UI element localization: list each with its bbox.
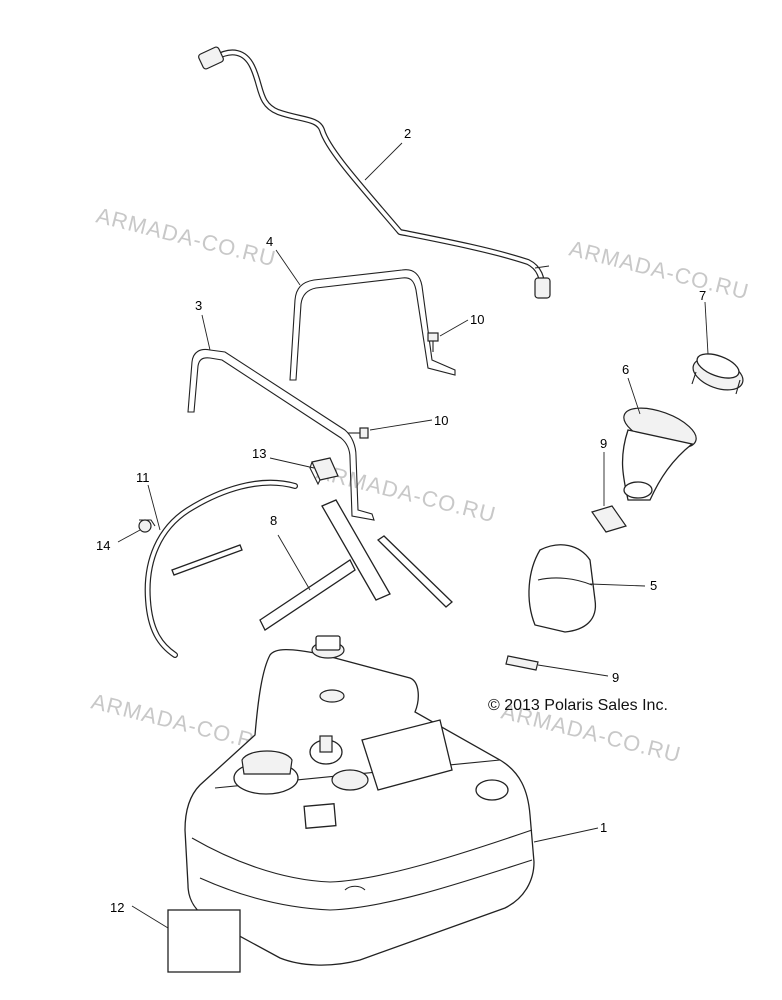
strip-part-8d	[376, 535, 453, 608]
leader-lines	[117, 142, 709, 929]
callout-8: 8	[270, 513, 277, 528]
callout-10-upper: 10	[470, 312, 484, 327]
strip-part-8c	[321, 499, 391, 601]
callout-7: 7	[699, 288, 706, 303]
copyright-notice: © 2013 Polaris Sales Inc.	[488, 697, 668, 714]
clip-part-14	[138, 519, 156, 533]
watermark-top-right: ARMADA-CO.RU	[567, 236, 752, 305]
bracket-part-4	[289, 269, 456, 381]
callout-3: 3	[195, 298, 202, 313]
callout-2: 2	[404, 126, 411, 141]
callout-11: 11	[136, 470, 150, 485]
watermark-top-left: ARMADA-CO.RU	[94, 203, 279, 272]
callout-9-lower: 9	[612, 670, 619, 685]
callout-9-upper: 9	[600, 436, 607, 451]
callout-14: 14	[96, 538, 110, 553]
callout-6: 6	[622, 362, 629, 377]
callout-13: 13	[252, 446, 266, 461]
bolt-part-10-lower	[348, 427, 369, 439]
label-part-12	[167, 909, 241, 973]
callout-1: 1	[600, 820, 607, 835]
clamp-part-9-lower	[505, 655, 539, 671]
bracket-part-3	[187, 348, 375, 521]
hose-section-part-5	[528, 544, 597, 633]
callout-4: 4	[266, 234, 273, 249]
callout-12: 12	[110, 900, 124, 915]
strip-part-8b	[259, 559, 356, 631]
filler-neck-part-6	[621, 407, 697, 501]
strip-part-8a	[171, 544, 243, 576]
vent-tube-part-2	[198, 46, 551, 299]
hose-part-11	[144, 479, 298, 658]
fuel-tank-part-1	[184, 635, 535, 966]
callout-5: 5	[650, 578, 657, 593]
clamp-part-9-upper	[591, 505, 627, 533]
bolt-part-10-upper	[427, 332, 439, 352]
pad-part-13	[309, 457, 339, 486]
callout-10-lower: 10	[434, 413, 448, 428]
fuel-cap-part-7	[691, 353, 744, 395]
